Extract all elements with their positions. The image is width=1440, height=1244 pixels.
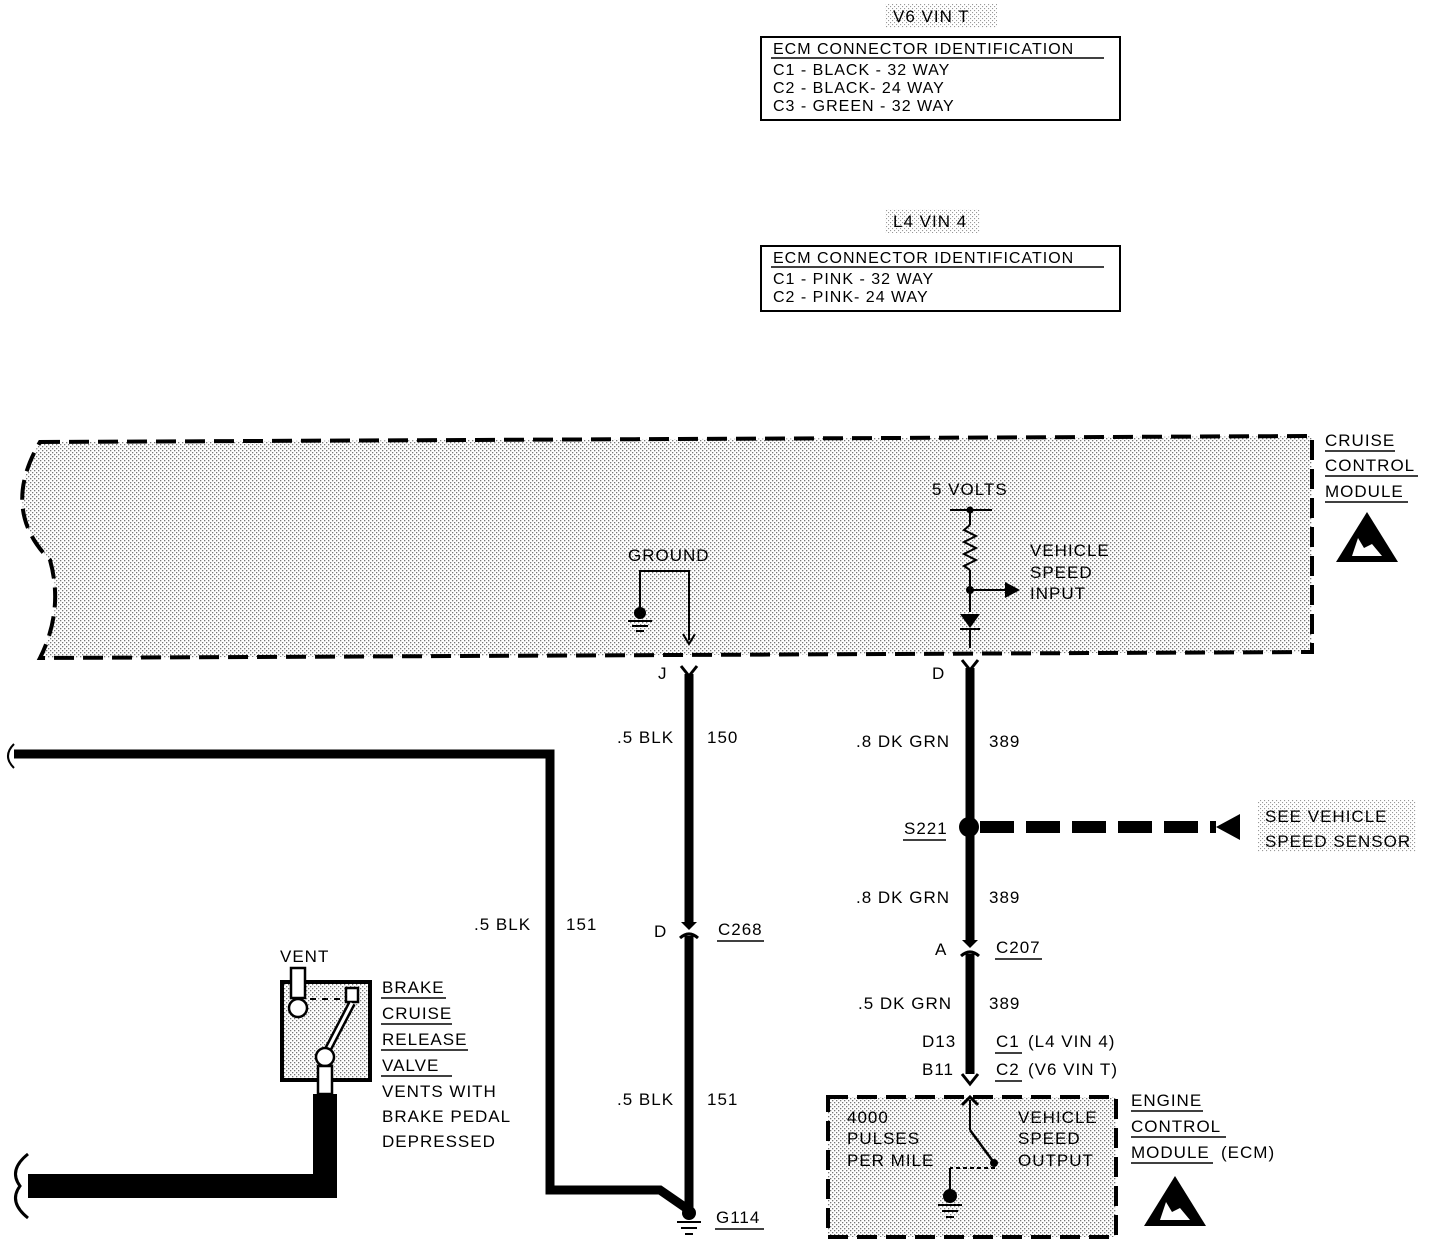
vso-3: OUTPUT [1018, 1151, 1094, 1170]
valve-note-1: VENTS WITH [382, 1082, 497, 1101]
right-wire3-num: 389 [989, 994, 1020, 1013]
right-wire2-color: .8 DK GRN [856, 888, 950, 907]
left-wire1-color: .5 BLK [617, 728, 674, 747]
valve-label-1: BRAKE [382, 978, 445, 997]
branch-wire-color: .5 BLK [474, 915, 531, 934]
vent-label: VENT [280, 947, 329, 966]
see-ref-1: SEE VEHICLE [1265, 807, 1388, 826]
c268-name: C268 [718, 920, 763, 939]
engine-control-module: 4000 PULSES PER MILE VEHICLE SPEED OUTPU… [826, 1091, 1275, 1239]
ecm-label-3: MODULE [1131, 1143, 1210, 1162]
cruise-module-label-2: CONTROL [1325, 456, 1415, 475]
ecm-pin-b11: B11 [922, 1060, 954, 1079]
valve-label-4: VALVE [382, 1056, 439, 1075]
left-wire2-num: 151 [707, 1090, 738, 1109]
input-diode-icon [960, 614, 980, 628]
vso-1: VEHICLE [1018, 1108, 1098, 1127]
vso-2: SPEED [1018, 1129, 1081, 1148]
ecm-conn-c2: C2 [996, 1060, 1020, 1079]
ecm-label-1: ENGINE [1131, 1091, 1202, 1110]
l4-line-c1: C1 - PINK - 32 WAY [773, 271, 934, 288]
cruise-control-module: CRUISE CONTROL MODULE 5 VOLTS VEHICLE SP… [20, 431, 1418, 661]
l4-box-title: ECM CONNECTOR IDENTIFICATION [773, 250, 1074, 267]
g114-label: G114 [716, 1208, 760, 1227]
ecm-conn-c2-note: (V6 VIN T) [1028, 1060, 1118, 1079]
module-ground-icon [628, 607, 652, 632]
valve-label-2: CRUISE [382, 1004, 452, 1023]
v6-line-c3: C3 - GREEN - 32 WAY [773, 98, 955, 115]
ecm-esd-warning-icon [1144, 1176, 1206, 1226]
l4-connector-id: L4 VIN 4 ECM CONNECTOR IDENTIFICATION C1… [760, 209, 1121, 312]
ecm-conn-c1: C1 [996, 1032, 1020, 1051]
esd-warning-icon [1336, 512, 1398, 562]
right-wire3-color: .5 DK GRN [858, 994, 952, 1013]
pulses-3: PER MILE [847, 1151, 934, 1170]
five-volts-label: 5 VOLTS [932, 480, 1008, 499]
right-speed-circuit: D .8 DK GRN 389 S221 SEE VEHICLE SPEED S… [856, 659, 1416, 1087]
v6-line-c2: C2 - BLACK- 24 WAY [773, 80, 945, 97]
brake-cruise-release-valve: VENT BRAKE CRUISE RELEASE VALVE VENTS WI… [14, 947, 511, 1220]
l4-heading: L4 VIN 4 [893, 212, 967, 231]
valve-note-2: BRAKE PEDAL [382, 1107, 511, 1126]
ecm-pin-d13: D13 [922, 1032, 956, 1051]
g114-ground-icon [677, 1206, 701, 1235]
left-ground-circuit: J .5 BLK 150 D C268 .5 BLK 151 G114 [617, 664, 764, 1235]
branch-wire-num: 151 [566, 915, 597, 934]
c207-pin: A [935, 940, 947, 959]
branch-ground-wire: .5 BLK 151 [7, 743, 689, 1212]
valve-label-3: RELEASE [382, 1030, 467, 1049]
valve-note-3: DEPRESSED [382, 1132, 496, 1151]
left-pin-j: J [658, 664, 668, 683]
v6-connector-id: V6 VIN T ECM CONNECTOR IDENTIFICATION C1… [760, 4, 1121, 121]
v6-heading: V6 VIN T [893, 7, 970, 26]
cruise-module-label-1: CRUISE [1325, 431, 1395, 450]
right-pin-d: D [932, 664, 945, 683]
left-wire2-color: .5 BLK [617, 1090, 674, 1109]
right-wire1-num: 389 [989, 732, 1020, 751]
c268-pin: D [654, 922, 667, 941]
v6-line-c1: C1 - BLACK - 32 WAY [773, 62, 950, 79]
l4-line-c2: C2 - PINK- 24 WAY [773, 289, 929, 306]
cruise-module-label-3: MODULE [1325, 482, 1404, 501]
vehicle-speed-input-3: INPUT [1030, 584, 1086, 603]
ecm-label-2: CONTROL [1131, 1117, 1221, 1136]
ecm-ground-icon [938, 1189, 962, 1218]
see-ref-2: SPEED SENSOR [1265, 832, 1411, 851]
left-wire1-num: 150 [707, 728, 738, 747]
s221-splice-icon [959, 817, 979, 837]
c207-name: C207 [996, 938, 1041, 957]
pulses-1: 4000 [847, 1108, 889, 1127]
right-wire1-color: .8 DK GRN [856, 732, 950, 751]
v6-box-title: ECM CONNECTOR IDENTIFICATION [773, 41, 1074, 58]
ecm-label-suffix: (ECM) [1221, 1143, 1275, 1162]
vehicle-speed-input-2: SPEED [1030, 563, 1093, 582]
s221-label: S221 [904, 819, 948, 838]
right-wire2-num: 389 [989, 888, 1020, 907]
ecm-conn-c1-note: (L4 VIN 4) [1028, 1032, 1115, 1051]
pullup-resistor [961, 524, 979, 571]
pulses-2: PULSES [847, 1129, 920, 1148]
ground-label: GROUND [628, 546, 710, 565]
vehicle-speed-input-1: VEHICLE [1030, 541, 1110, 560]
